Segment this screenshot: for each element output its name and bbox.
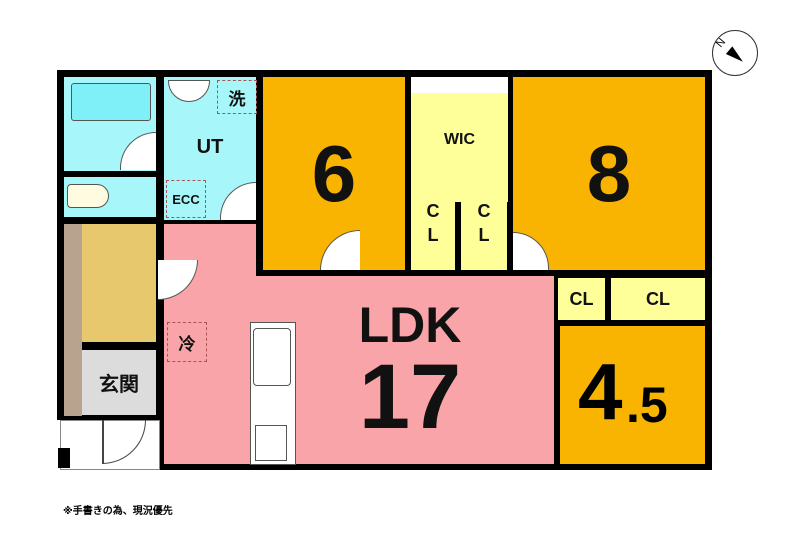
compass-arrow [725,46,747,66]
toilet-icon [67,184,109,208]
room-size-int: 4 [578,347,623,436]
shoe-cabinet [64,224,82,416]
note: ※手書きの為、現況優先 [63,506,173,517]
hallway [82,224,156,342]
compass-icon: N [712,30,758,76]
ldk-size: 17 [358,346,462,448]
room-size-dec: .5 [626,377,668,433]
closet: CL [558,278,605,320]
western-room-4-5: 4 .5 [560,326,705,464]
laundry-space: 洗 [217,80,257,114]
fridge-space: 冷 [167,322,207,362]
entrance: 玄関 [82,350,156,415]
closet: C L [461,176,507,270]
ldk-label: LDK [358,297,462,353]
closet: C L [411,176,455,270]
bathtub [71,83,151,121]
compass-north-label: N [713,36,729,50]
closet: CL [611,278,705,320]
utility-label: UT [196,135,224,158]
western-room-8: 8 [513,77,705,270]
stove-icon [255,425,287,461]
gate-post [58,448,70,468]
kitchen-sink-icon [253,328,291,386]
ecc-label: ECC [166,180,206,218]
ldk [164,276,554,464]
kitchen-counter [250,322,296,465]
